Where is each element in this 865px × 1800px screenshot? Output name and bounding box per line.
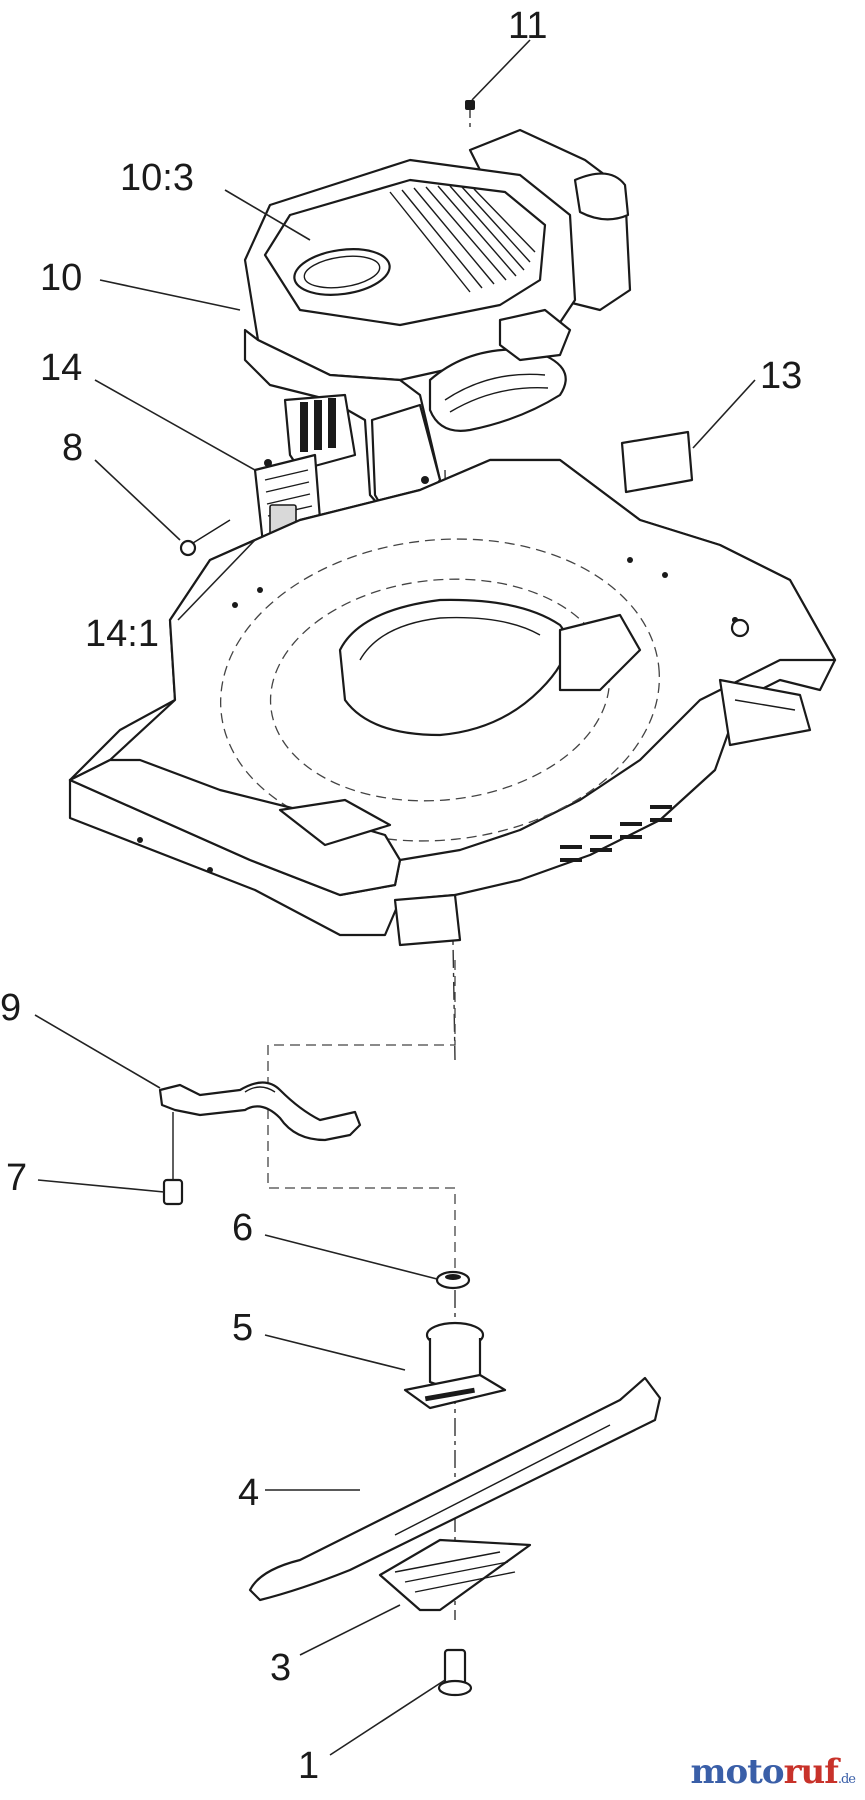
callout-4: 4: [238, 1472, 259, 1514]
callout-6: 6: [232, 1207, 253, 1249]
cooling-fins: [389, 185, 536, 293]
watermark-logo: motoruf.de: [690, 1752, 856, 1792]
callout-8: 8: [62, 427, 83, 469]
blade-4: [248, 1376, 662, 1602]
watermark-brand-b: ruf: [783, 1752, 839, 1792]
callout-9: 9: [0, 987, 21, 1029]
bolt-1: [437, 1648, 473, 1697]
callout-14: 14: [40, 347, 82, 389]
decal-13: [620, 430, 694, 494]
mower-deck: [68, 458, 837, 947]
callout-10: 10: [40, 257, 82, 299]
screw-8: [179, 519, 231, 557]
callouts: 11 10:3 10 14 13 8 14:1 9 7 6 5 4 3 1: [0, 5, 802, 1787]
bolt-7: [162, 1112, 184, 1206]
vent-slots: [560, 805, 672, 862]
spark-plug-11: [465, 100, 475, 110]
watermark-brand-a: moto: [690, 1752, 785, 1792]
callout-14-1: 14:1: [85, 613, 159, 655]
stiffener-3: [378, 1538, 532, 1612]
engine: [243, 128, 632, 514]
blade-adapter-5: [403, 1321, 507, 1410]
callout-7: 7: [6, 1157, 27, 1199]
bracket-9: [158, 1081, 362, 1142]
callout-13: 13: [760, 355, 802, 397]
callout-11: 11: [508, 5, 547, 47]
callout-1: 1: [298, 1745, 319, 1787]
leader-lines: [34, 39, 756, 1756]
callout-10-3: 10:3: [120, 157, 194, 199]
callout-5: 5: [232, 1307, 253, 1349]
callout-3: 3: [270, 1647, 291, 1689]
watermark-tld: .de: [837, 1772, 856, 1787]
washer-6: [435, 1270, 471, 1290]
